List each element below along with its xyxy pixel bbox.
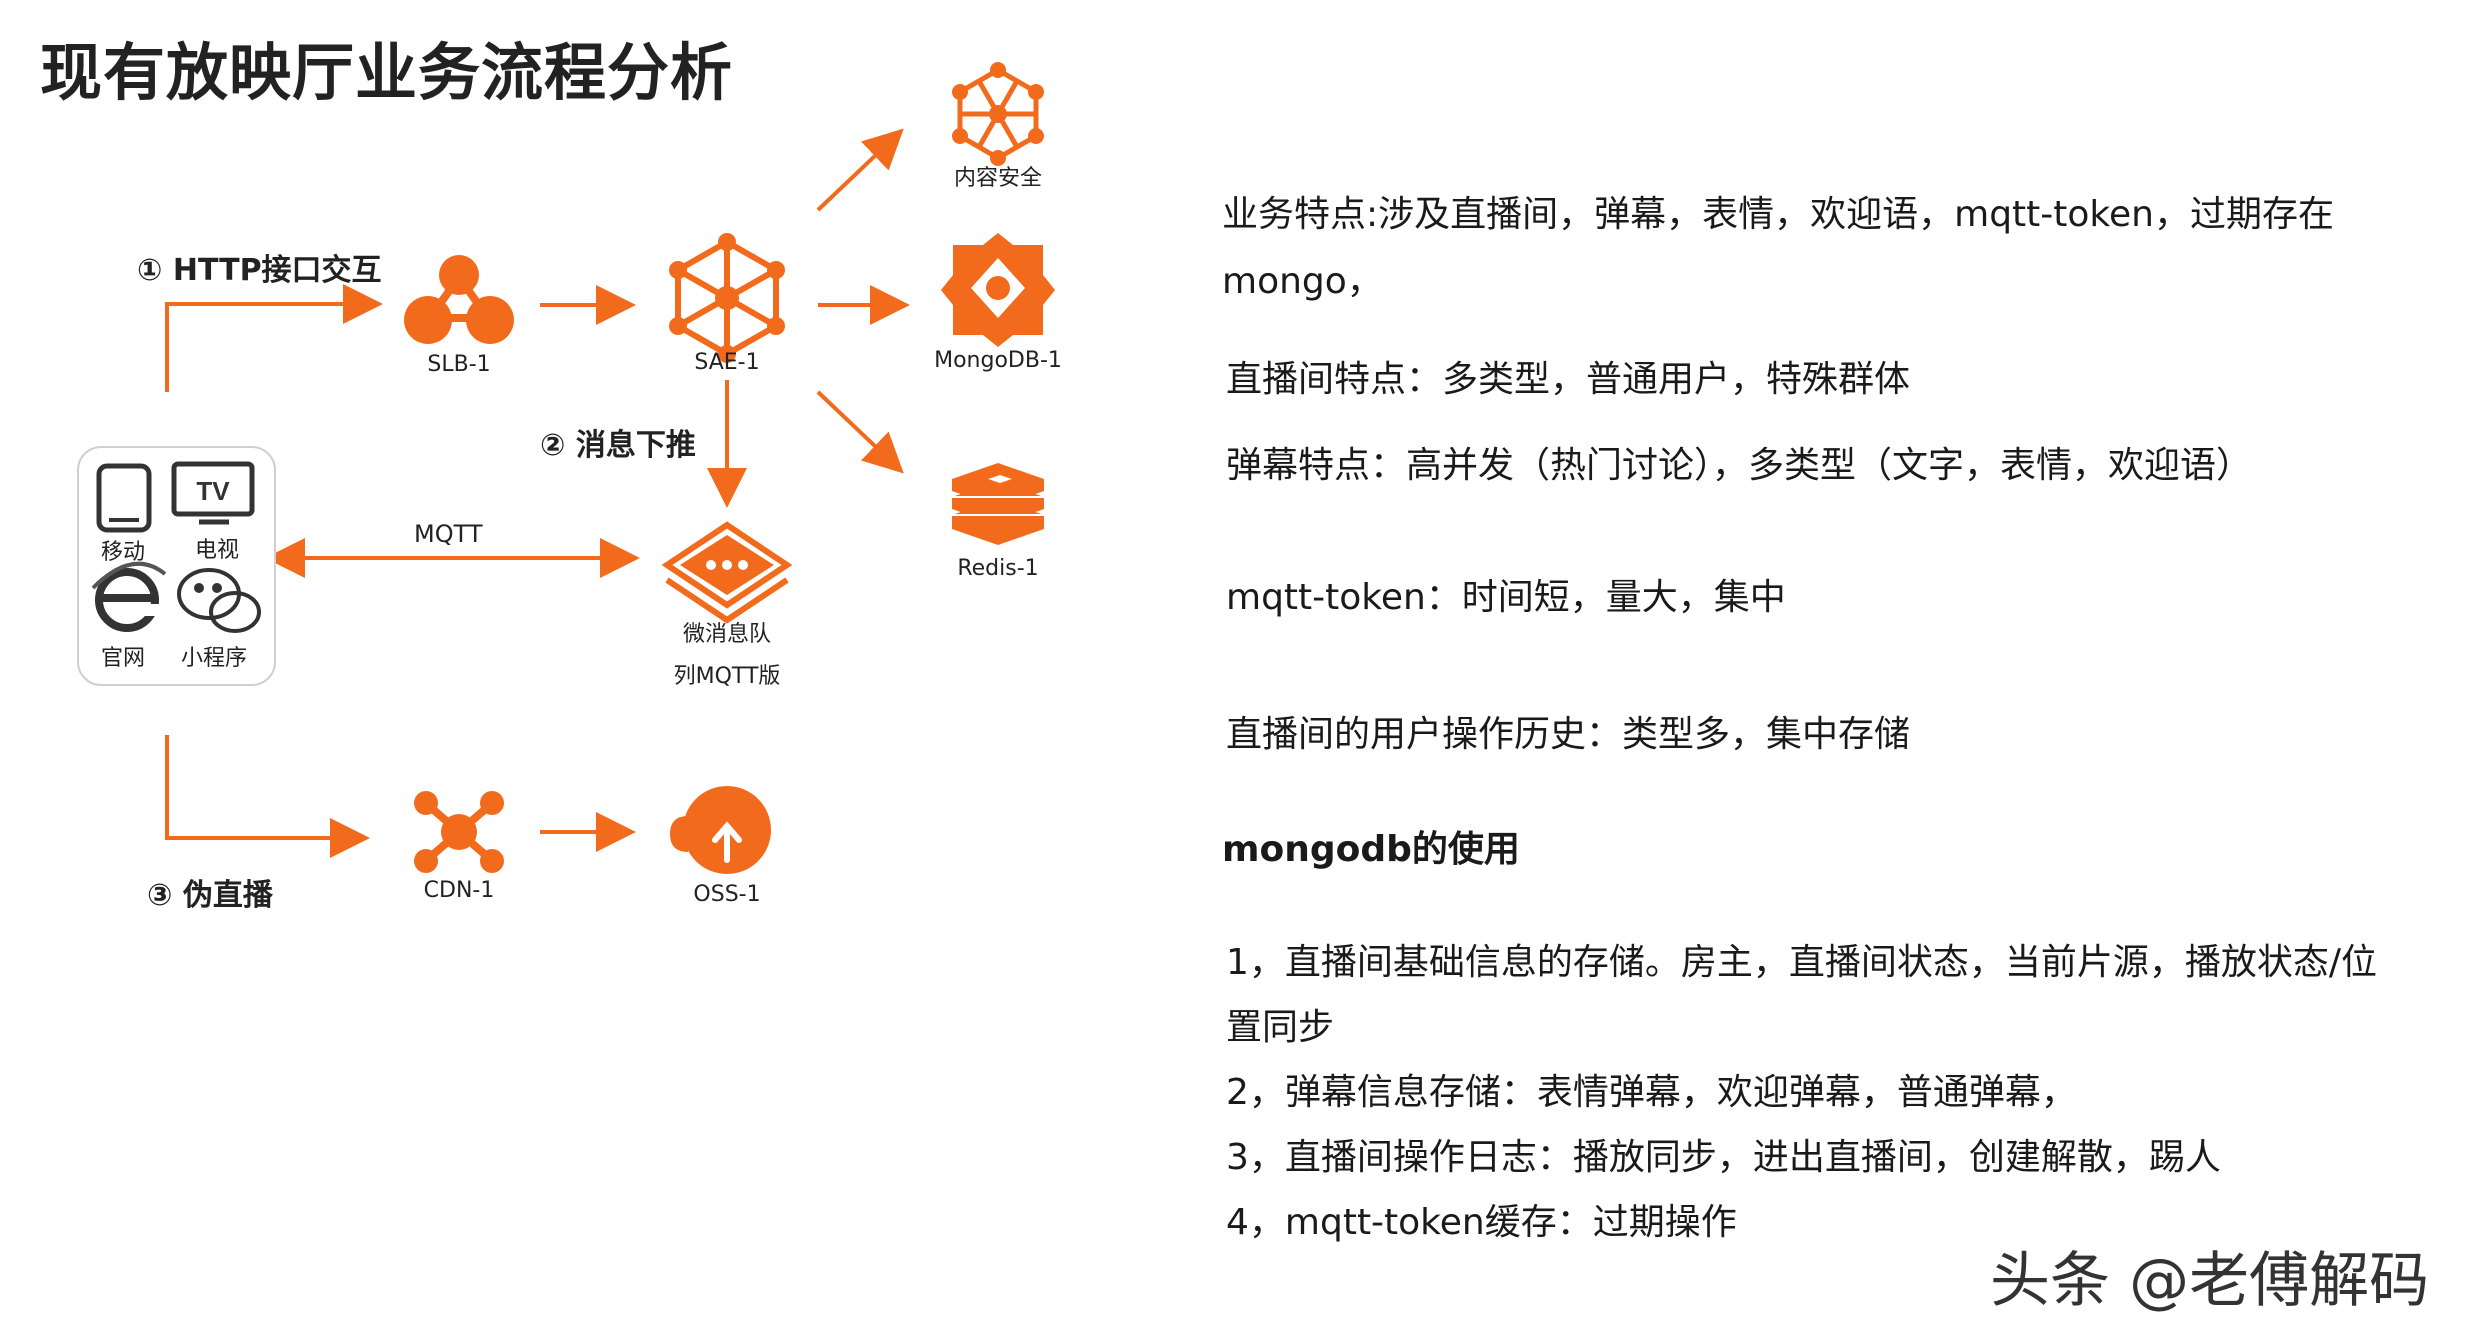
- mqtt-queue-icon: [661, 521, 793, 624]
- client-group: TV 移动 电视 官网 小程序: [77, 446, 276, 686]
- mobile-icon: [96, 463, 152, 533]
- cdn-icon: [414, 791, 504, 873]
- operation-history: 直播间的用户操作历史：类型多，集中存储: [1226, 714, 1911, 755]
- tv-icon-text: TV: [196, 476, 230, 506]
- arrow-client-to-cdn: [165, 735, 370, 858]
- danmaku-features: 弹幕特点：高并发（热门讨论），多类型（文字，表情，欢迎语）: [1226, 445, 2253, 486]
- mqtt-queue-label-line1: 微消息队: [682, 622, 771, 647]
- mqtt-edge-label: MQTT: [414, 520, 483, 548]
- oss-label: OSS-1: [693, 882, 761, 907]
- sae-label: SAE-1: [694, 350, 760, 375]
- cdn-label: CDN-1: [423, 878, 495, 903]
- tv-icon: TV: [171, 461, 255, 525]
- redis-icon: [952, 463, 1044, 545]
- redis-label: Redis-1: [957, 556, 1039, 581]
- step-pseudo-label: ③ 伪直播: [147, 878, 273, 913]
- step-http-label: ① HTTP接口交互: [137, 253, 382, 288]
- sae-icon: [669, 233, 785, 363]
- web-browser-icon: [91, 561, 167, 632]
- oss-icon: [670, 786, 771, 874]
- business-features-line2: mongo，: [1222, 261, 1383, 302]
- mqtt-queue-label-line2: 列MQTT版: [673, 664, 781, 689]
- usage-item-4: 4，mqtt-token缓存：过期操作: [1226, 1202, 1737, 1243]
- arrow-client-to-slb: [165, 284, 383, 392]
- page-title: 现有放映厅业务流程分析: [40, 36, 734, 109]
- slb-icon: [404, 255, 514, 344]
- mongodb-usage-heading: mongodb的使用: [1222, 829, 1520, 870]
- room-features: 直播间特点：多类型，普通用户，特殊群体: [1226, 359, 1911, 400]
- usage-item-2: 2，弹幕信息存储：表情弹幕，欢迎弹幕，普通弹幕，: [1226, 1072, 2077, 1113]
- mqtt-token-features: mqtt-token：时间短，量大，集中: [1226, 577, 1786, 618]
- arrow-sae-to-redis: [816, 390, 904, 474]
- usage-item-1-line1: 1，直播间基础信息的存储。房主，直播间状态，当前片源，播放状态/位: [1226, 942, 2378, 983]
- client-icons: TV: [91, 461, 261, 633]
- client-tv-label: 电视: [195, 538, 240, 563]
- slb-label: SLB-1: [427, 352, 491, 377]
- client-miniprogram-label: 小程序: [181, 646, 248, 671]
- business-features-line1: 业务特点:涉及直播间，弹幕，表情，欢迎语，mqtt-token，过期存在: [1222, 194, 2334, 235]
- content-security-icon: [952, 62, 1044, 166]
- client-mobile-label: 移动: [101, 540, 146, 565]
- content-security-label: 内容安全: [953, 166, 1042, 191]
- wechat-icon: [177, 568, 261, 633]
- mongodb-icon: [941, 233, 1055, 347]
- usage-item-3: 3，直播间操作日志：播放同步，进出直播间，创建解散，踢人: [1226, 1137, 2221, 1178]
- arrow-sae-to-content-security: [816, 128, 904, 212]
- watermark: 头条 @老傅解码: [1990, 1246, 2430, 1316]
- usage-item-1-line2: 置同步: [1226, 1007, 1335, 1048]
- client-web-label: 官网: [101, 646, 146, 671]
- mongodb-label: MongoDB-1: [934, 348, 1062, 373]
- step-push-label: ② 消息下推: [540, 428, 696, 463]
